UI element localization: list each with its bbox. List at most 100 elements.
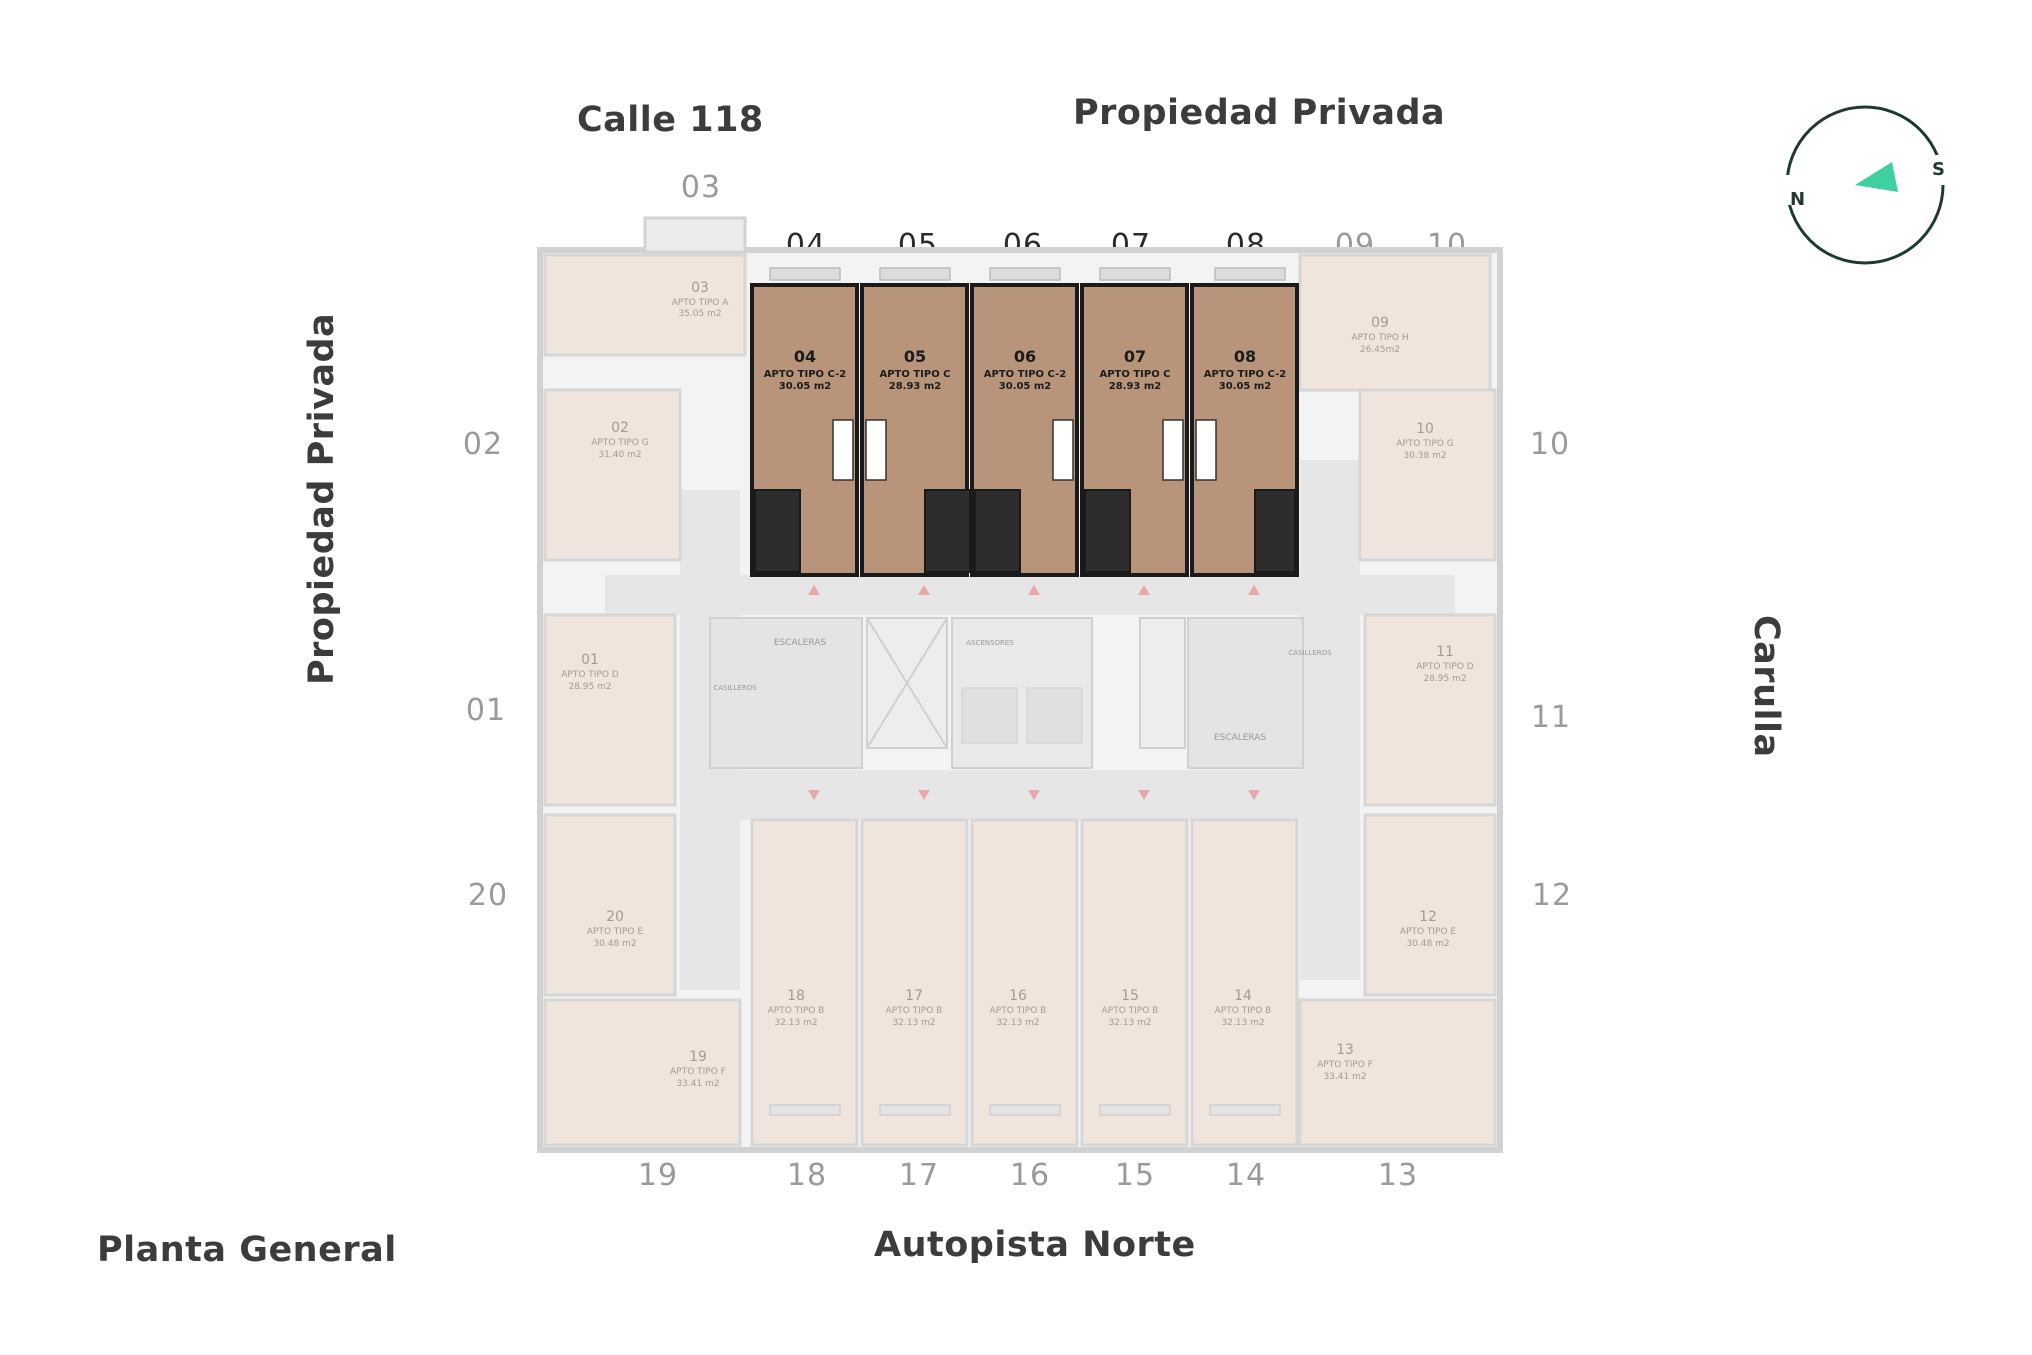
unit-label-type: APTO TIPO F: [670, 1067, 726, 1077]
unit-label-id: 11: [1436, 644, 1454, 660]
unit-20: [543, 813, 677, 997]
unit-label-type: APTO TIPO B: [1102, 1006, 1159, 1016]
unit-label-id: 03: [691, 280, 709, 296]
outer-number: 15: [1114, 1158, 1156, 1193]
core-label: ESCALERAS: [774, 638, 827, 648]
unit-11: [1363, 613, 1497, 807]
unit-label-area: 26.45m2: [1360, 345, 1400, 355]
outer-number: 17: [898, 1158, 940, 1193]
unit-label-area: 30.48 m2: [1406, 939, 1449, 949]
compass-n: N: [1790, 189, 1805, 210]
unit-19: [543, 998, 742, 1147]
unit-label-id: 08: [1234, 347, 1256, 366]
unit-label-type: APTO TIPO B: [886, 1006, 943, 1016]
unit-label-id: 06: [1014, 347, 1036, 366]
compass-icon: N S: [1780, 105, 1950, 265]
unit-15: [1080, 818, 1189, 1147]
unit-label-type: APTO TIPO B: [768, 1006, 825, 1016]
unit-label-type: APTO TIPO E: [587, 927, 644, 937]
unit-01: [543, 613, 677, 807]
unit-label-id: 07: [1124, 347, 1146, 366]
corridor-bottom: [700, 770, 1340, 820]
unit-label-area: 31.40 m2: [598, 450, 641, 460]
unit-label-id: 02: [611, 420, 629, 436]
unit-label-id: 10: [1416, 421, 1434, 437]
stair-core-left: [709, 617, 863, 769]
unit-label-type: APTO TIPO D: [1416, 662, 1474, 672]
outer-number: 02: [462, 427, 504, 462]
street-label-calle-118: Calle 118: [577, 100, 764, 140]
unit-label-type: APTO TIPO C-2: [764, 369, 846, 380]
unit-label-area: 32.13 m2: [1221, 1018, 1264, 1028]
unit-label-type: APTO TIPO C-2: [1204, 369, 1286, 380]
unit-label-area: 28.95 m2: [568, 682, 611, 692]
unit-label-area: 35.05 m2: [678, 309, 721, 319]
unit-label-type: APTO TIPO C: [879, 369, 950, 380]
outer-number: 01: [465, 693, 507, 728]
unit-label-id: 13: [1336, 1042, 1354, 1058]
unit-label-area: 30.05 m2: [1219, 381, 1272, 392]
unit-12: [1363, 813, 1497, 997]
core-label: CASILLEROS: [713, 684, 757, 692]
elevator-shaft-right: [1139, 617, 1186, 749]
outer-number: 20: [467, 878, 509, 913]
unit-17: [860, 818, 969, 1147]
core-label: ESCALERAS: [1214, 733, 1267, 743]
unit-label-type: APTO TIPO B: [990, 1006, 1047, 1016]
unit-label-id: 05: [904, 347, 926, 366]
unit-label-area: 32.13 m2: [774, 1018, 817, 1028]
unit-label-area: 28.95 m2: [1423, 674, 1466, 684]
street-label-propiedad-privada-north: Propiedad Privada: [1073, 93, 1446, 133]
stair-core-right: [1187, 617, 1304, 769]
outer-number: 18: [786, 1158, 828, 1193]
unit-label-id: 09: [1371, 315, 1389, 331]
unit-label-area: 30.05 m2: [999, 381, 1052, 392]
unit-label-id: 04: [794, 347, 816, 366]
unit-label-area: 32.13 m2: [996, 1018, 1039, 1028]
unit-label-type: APTO TIPO C: [1099, 369, 1170, 380]
unit-14: [1190, 818, 1299, 1147]
core-label: ASCENSORES: [966, 639, 1014, 647]
plan-caption: Planta General: [97, 1230, 397, 1270]
core-label: CASILLEROS: [1288, 649, 1332, 657]
unit-label-type: APTO TIPO F: [1317, 1060, 1373, 1070]
unit-09: [1298, 253, 1492, 392]
outer-number: 03: [680, 170, 722, 205]
unit-label-id: 17: [905, 988, 923, 1004]
unit-label-area: 33.41 m2: [676, 1079, 719, 1089]
unit-label-id: 20: [606, 909, 624, 925]
compass-s: S: [1932, 159, 1945, 180]
compass-needle: [1855, 162, 1898, 192]
unit-label-type: APTO TIPO B: [1215, 1006, 1272, 1016]
unit-label-id: 14: [1234, 988, 1252, 1004]
unit-label-area: 30.05 m2: [779, 381, 832, 392]
unit-label-id: 12: [1419, 909, 1437, 925]
unit-label-type: APTO TIPO G: [591, 438, 649, 448]
unit-10: [1358, 388, 1497, 562]
outer-number: 14: [1225, 1158, 1267, 1193]
unit-label-type: APTO TIPO G: [1396, 439, 1454, 449]
unit-02: [543, 388, 682, 562]
unit-label-area: 30.38 m2: [1403, 451, 1446, 461]
corridor-right: [1300, 460, 1360, 980]
unit-label-type: APTO TIPO D: [561, 670, 619, 680]
unit-label-type: APTO TIPO E: [1400, 927, 1457, 937]
unit-label-id: 16: [1009, 988, 1027, 1004]
unit-label-area: 33.41 m2: [1323, 1072, 1366, 1082]
unit-label-area: 28.93 m2: [1109, 381, 1162, 392]
unit-label-id: 18: [787, 988, 805, 1004]
outer-number: 11: [1530, 700, 1572, 735]
unit-label-area: 30.48 m2: [593, 939, 636, 949]
outer-number: 19: [637, 1158, 679, 1193]
unit-16: [970, 818, 1079, 1147]
street-label-autopista-norte: Autopista Norte: [874, 1225, 1196, 1265]
unit-label-type: APTO TIPO C-2: [984, 369, 1066, 380]
unit-label-id: 15: [1121, 988, 1139, 1004]
unit-18: [750, 818, 859, 1147]
unit-label-id: 01: [581, 652, 599, 668]
unit-03: [543, 253, 747, 357]
unit-label-area: 32.13 m2: [892, 1018, 935, 1028]
outer-number: 16: [1009, 1158, 1051, 1193]
unit-label-area: 28.93 m2: [889, 381, 942, 392]
